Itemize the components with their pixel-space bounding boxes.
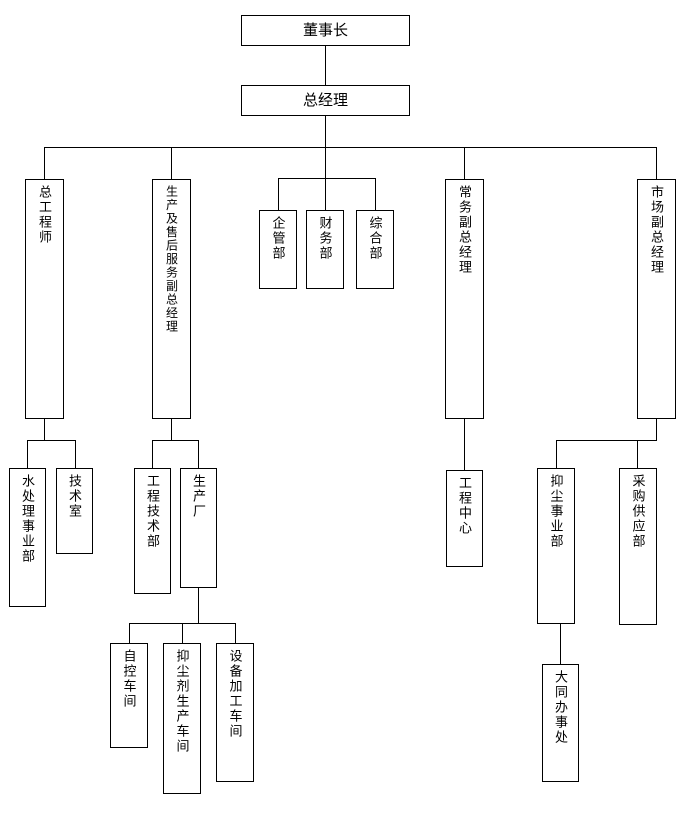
connector-chief-engineer-stem <box>44 418 45 440</box>
connector-marketing-vp-bus <box>556 440 657 441</box>
node-water-treatment-div-label: 水处理事业部 <box>20 474 35 564</box>
node-enterprise-mgmt-dept-label: 企管部 <box>270 216 286 261</box>
node-production-plant[interactable]: 生产厂 <box>180 468 217 588</box>
connector-drop-tech-office <box>75 440 76 468</box>
node-chief-engineer[interactable]: 总工程师 <box>25 179 64 419</box>
connector-prod-service-vp-bus <box>152 440 198 441</box>
connector-production-plant-stem <box>198 587 199 623</box>
node-finance-dept[interactable]: 财务部 <box>306 210 344 289</box>
node-datong-office[interactable]: 大同办事处 <box>542 664 579 782</box>
node-chairman[interactable]: 董事长 <box>241 15 410 46</box>
node-prod-service-vp-label: 生产及售后服务副总经理 <box>164 185 179 334</box>
connector-depts-bus <box>278 178 376 179</box>
connector-drop-equipment-shop <box>235 623 236 643</box>
node-executive-vp[interactable]: 常务副总经理 <box>445 179 484 419</box>
connector-drop-executive-vp <box>464 147 465 179</box>
connector-drop-prod-service-vp <box>171 147 172 179</box>
connector-drop-dust-suppression-div <box>556 440 557 468</box>
node-procurement-dept[interactable]: 采购供应部 <box>619 468 657 625</box>
connector-gm-stem <box>325 116 326 148</box>
node-auto-control-shop-label: 自控车间 <box>121 649 137 709</box>
connector-marketing-vp-stem <box>656 418 657 440</box>
connector-drop-chief-engineer <box>44 147 45 179</box>
connector-drop-finance <box>325 178 326 210</box>
connector-drop-production-plant <box>198 440 199 468</box>
connector-drop-auto-control-shop <box>129 623 130 643</box>
node-tech-office-label: 技术室 <box>67 474 82 519</box>
node-finance-dept-label: 财务部 <box>317 216 333 261</box>
connector-drop-enterprise-mgmt <box>278 178 279 210</box>
connector-chief-engineer-bus <box>27 440 75 441</box>
node-prod-service-vp[interactable]: 生产及售后服务副总经理 <box>152 179 191 419</box>
node-auto-control-shop[interactable]: 自控车间 <box>110 643 148 748</box>
connector-drop-general-affairs <box>375 178 376 210</box>
connector-drop-marketing-vp <box>656 147 657 179</box>
node-tech-office[interactable]: 技术室 <box>56 468 93 554</box>
connector-prod-service-vp-stem <box>171 418 172 440</box>
connector-level2-bus <box>44 147 656 148</box>
connector-dust-div-to-datong-office <box>560 623 561 664</box>
connector-executive-vp-to-eng-center <box>464 418 465 470</box>
connector-drop-eng-tech-dept <box>152 440 153 468</box>
node-eng-tech-dept[interactable]: 工程技术部 <box>134 468 171 594</box>
node-dust-agent-shop[interactable]: 抑尘剂生产车间 <box>163 643 201 794</box>
node-chief-engineer-label: 总工程师 <box>37 185 52 245</box>
connector-drop-procurement <box>637 440 638 468</box>
node-eng-center[interactable]: 工程中心 <box>446 470 483 567</box>
node-general-manager-label: 总经理 <box>302 91 348 109</box>
node-enterprise-mgmt-dept[interactable]: 企管部 <box>259 210 297 289</box>
node-general-manager[interactable]: 总经理 <box>241 85 410 116</box>
node-marketing-vp-label: 市场副总经理 <box>649 185 664 275</box>
node-dust-suppression-div-label: 抑尘事业部 <box>548 474 564 549</box>
node-eng-tech-dept-label: 工程技术部 <box>145 474 160 549</box>
node-equipment-shop[interactable]: 设备加工车间 <box>216 643 254 782</box>
connector-center-stem <box>325 147 326 179</box>
node-datong-office-label: 大同办事处 <box>553 670 568 745</box>
node-eng-center-label: 工程中心 <box>457 476 472 536</box>
node-dust-suppression-div[interactable]: 抑尘事业部 <box>537 468 575 624</box>
node-chairman-label: 董事长 <box>302 21 348 39</box>
node-general-affairs-dept-label: 综合部 <box>367 216 383 261</box>
node-dust-agent-shop-label: 抑尘剂生产车间 <box>174 649 190 754</box>
connector-drop-dust-agent-shop <box>182 623 183 643</box>
node-water-treatment-div[interactable]: 水处理事业部 <box>9 468 46 607</box>
node-procurement-dept-label: 采购供应部 <box>630 474 646 549</box>
node-general-affairs-dept[interactable]: 综合部 <box>356 210 394 289</box>
node-executive-vp-label: 常务副总经理 <box>457 185 472 275</box>
connector-drop-water-treatment <box>27 440 28 468</box>
connector-chairman-to-gm <box>325 45 326 86</box>
node-equipment-shop-label: 设备加工车间 <box>227 649 243 739</box>
node-production-plant-label: 生产厂 <box>191 474 206 519</box>
node-marketing-vp[interactable]: 市场副总经理 <box>637 179 676 419</box>
